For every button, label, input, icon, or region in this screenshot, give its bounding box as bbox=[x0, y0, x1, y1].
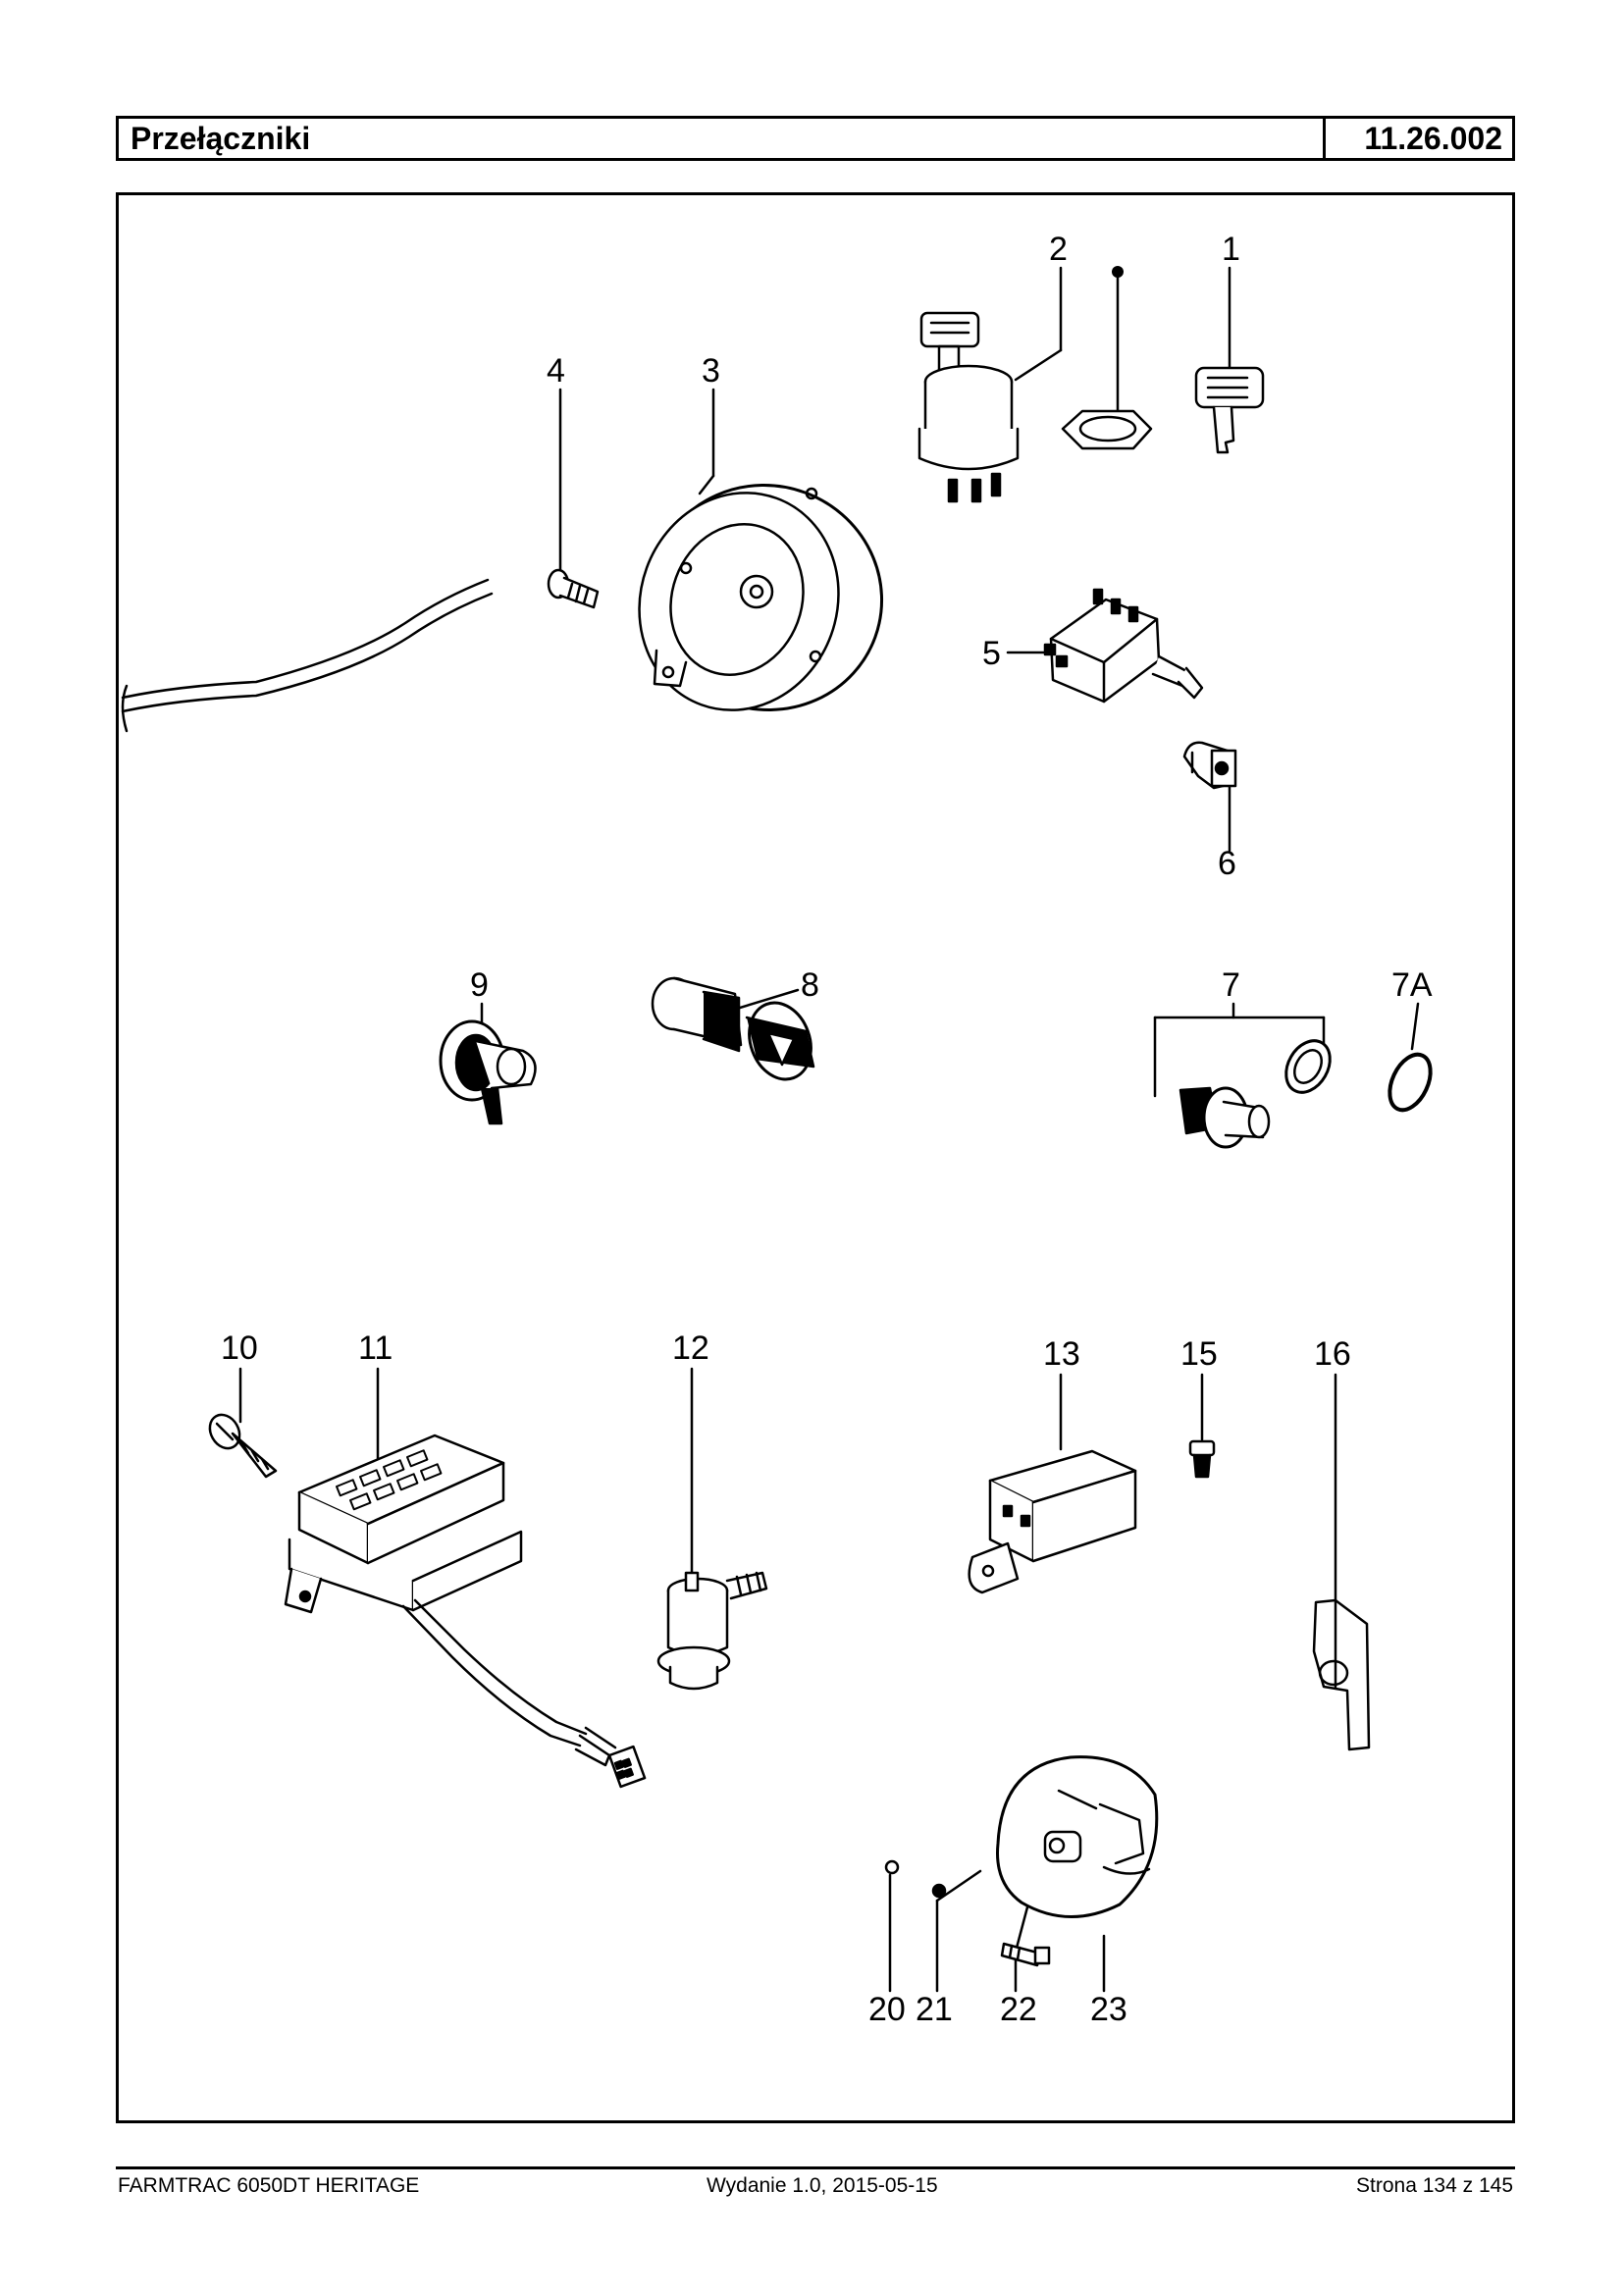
callout-21: 21 bbox=[916, 1991, 953, 2028]
callout-23: 23 bbox=[1090, 1991, 1127, 2028]
callout-9: 9 bbox=[470, 966, 489, 1004]
switch-housing bbox=[884, 1755, 1159, 1967]
callout-5: 5 bbox=[982, 635, 1001, 672]
callout-13: 13 bbox=[1043, 1335, 1080, 1373]
footer-edition: Wydanie 1.0, 2015-05-15 bbox=[707, 2174, 938, 2197]
fuse-box bbox=[284, 1434, 647, 1789]
callout-16: 16 bbox=[1314, 1335, 1351, 1373]
callout-22: 22 bbox=[1000, 1991, 1037, 2028]
bracket bbox=[1312, 1598, 1371, 1751]
light-switch bbox=[439, 1019, 537, 1125]
callout-7: 7 bbox=[1222, 966, 1240, 1004]
small-bolt bbox=[1188, 1439, 1216, 1479]
callout-2: 2 bbox=[1049, 231, 1068, 268]
horn bbox=[121, 484, 884, 733]
callout-11: 11 bbox=[358, 1330, 393, 1367]
callout-12: 12 bbox=[672, 1330, 709, 1367]
parts-diagram: 1 2 4 3 5 6 9 8 7 7A 10 11 12 13 15 16 2… bbox=[116, 192, 1515, 2123]
footer-rule bbox=[116, 2166, 1515, 2169]
page-header: Przełączniki 11.26.002 bbox=[116, 116, 1515, 161]
callout-10: 10 bbox=[221, 1330, 258, 1367]
bolt bbox=[547, 568, 600, 609]
push-switch bbox=[651, 976, 815, 1081]
screw bbox=[208, 1413, 278, 1479]
callout-3: 3 bbox=[702, 352, 720, 390]
pull-switch bbox=[1179, 1039, 1332, 1149]
callout-6: 6 bbox=[1218, 845, 1236, 882]
switch-knob bbox=[1182, 741, 1237, 790]
callout-7a: 7A bbox=[1391, 966, 1433, 1004]
relay bbox=[968, 1449, 1137, 1594]
callout-20: 20 bbox=[868, 1991, 906, 2028]
rotary-switch bbox=[1043, 588, 1204, 704]
page-title: Przełączniki bbox=[119, 119, 1326, 158]
footer-model: FARMTRAC 6050DT HERITAGE bbox=[118, 2174, 420, 2197]
footer-page-number: Strona 134 z 145 bbox=[1356, 2174, 1513, 2197]
leader-lines bbox=[238, 266, 1420, 1993]
hex-nut bbox=[1061, 266, 1153, 450]
parts-diagram-drawing: 1 2 4 3 5 6 9 8 7 7A 10 11 12 13 15 16 2… bbox=[121, 231, 1433, 2028]
callout-8: 8 bbox=[801, 966, 819, 1004]
pressure-switch bbox=[656, 1571, 768, 1691]
key-part bbox=[1194, 366, 1265, 454]
ignition-switch bbox=[917, 311, 1020, 503]
callout-1: 1 bbox=[1222, 231, 1240, 268]
callout-15: 15 bbox=[1180, 1335, 1218, 1373]
section-code: 11.26.002 bbox=[1364, 121, 1502, 156]
cap bbox=[1388, 1052, 1433, 1113]
callout-4: 4 bbox=[547, 352, 565, 390]
